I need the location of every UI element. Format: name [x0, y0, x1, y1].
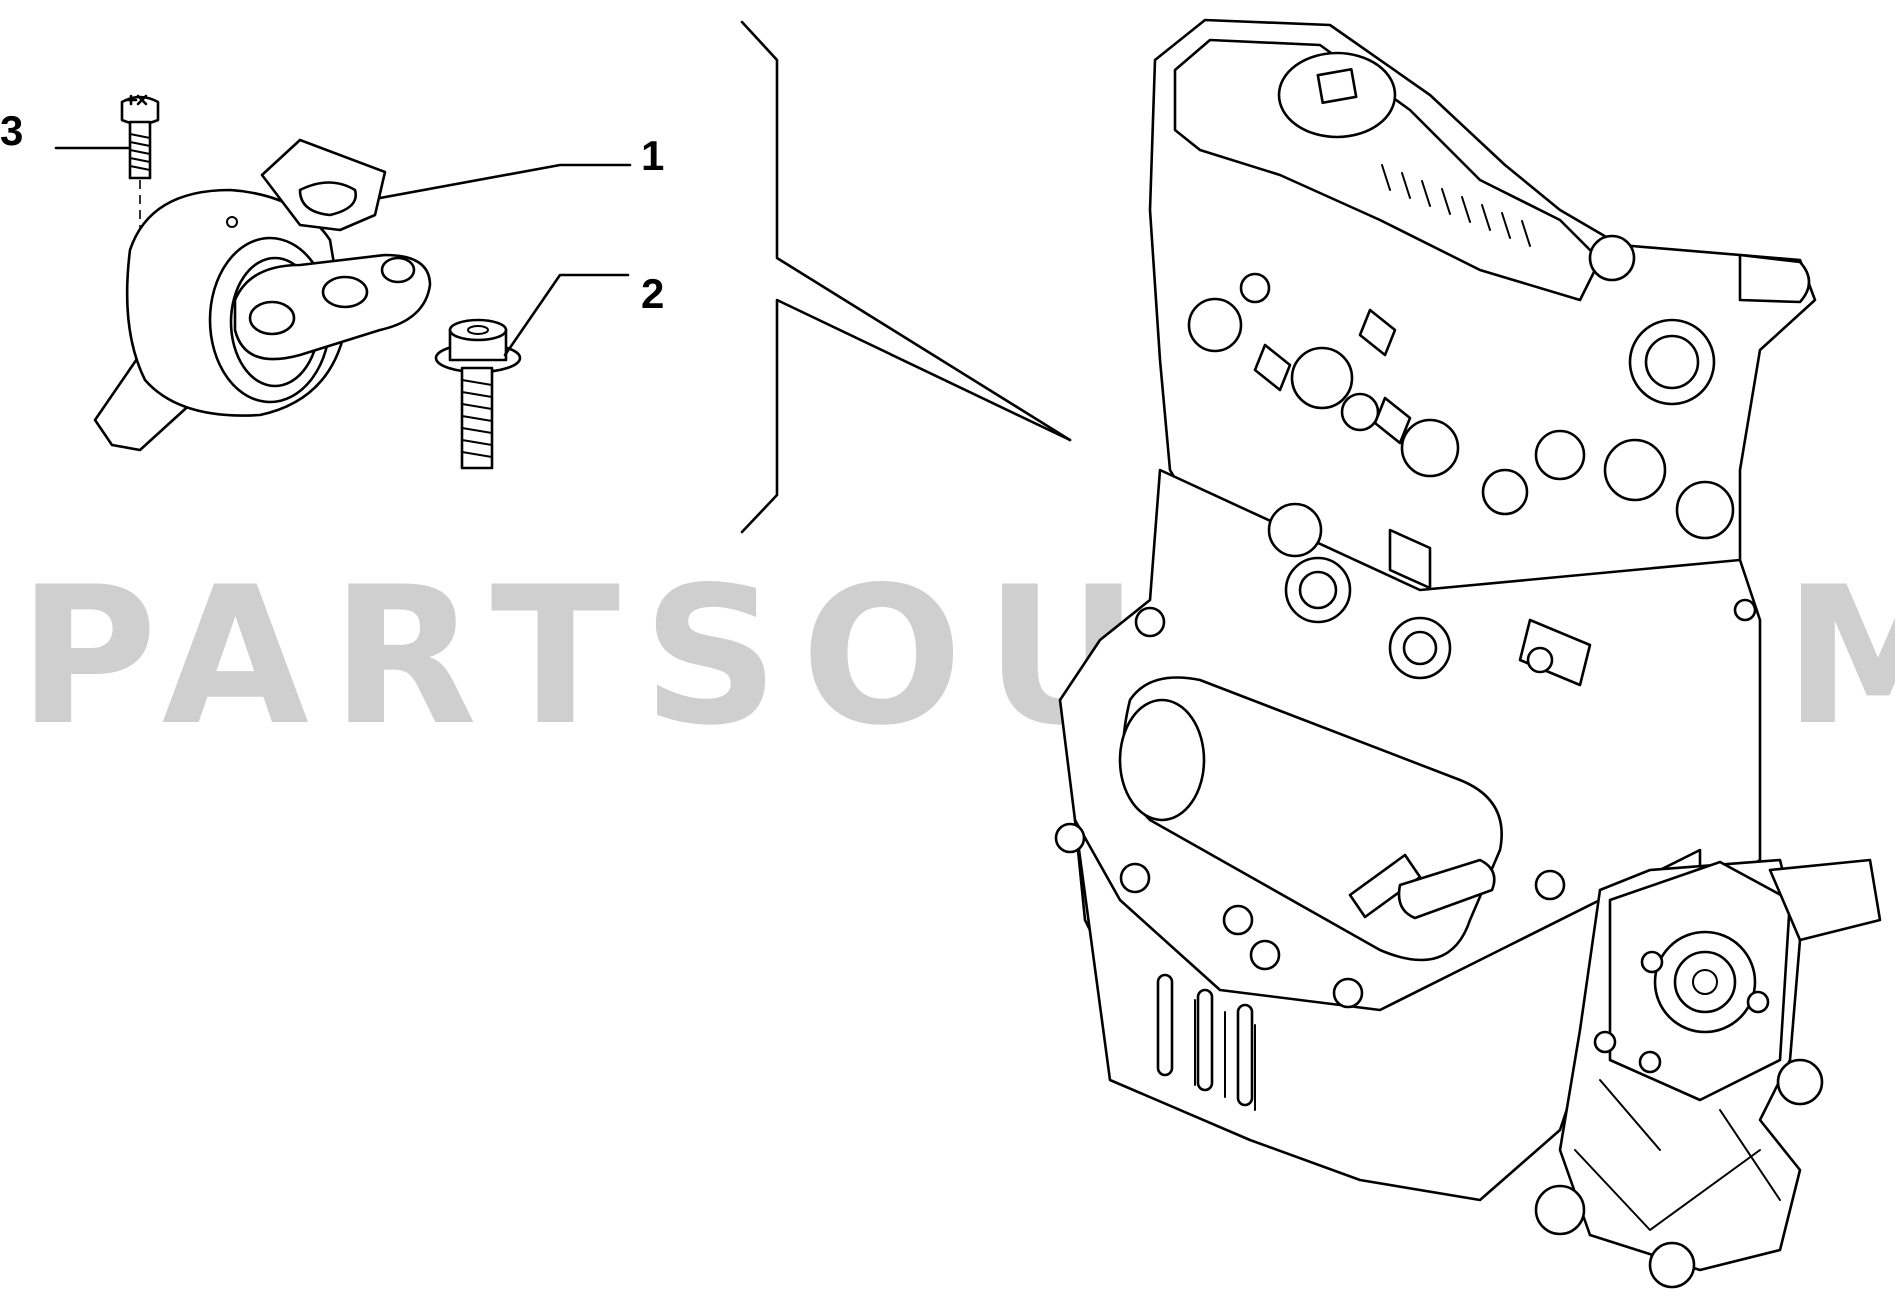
callout-1-label[interactable]: 1 [641, 132, 664, 179]
part-2-flange-bolt[interactable] [434, 318, 522, 470]
callout-1-leader [378, 163, 632, 200]
part-3-screw[interactable] [120, 94, 160, 180]
callout-2-label[interactable]: 2 [641, 270, 664, 317]
engine-assembly[interactable] [1054, 18, 1882, 1289]
callout-2-leader [503, 273, 630, 357]
group-bracket [740, 20, 1072, 534]
callout-3-label[interactable]: 3 [0, 107, 23, 154]
part-1-engine-mount[interactable] [93, 138, 432, 452]
